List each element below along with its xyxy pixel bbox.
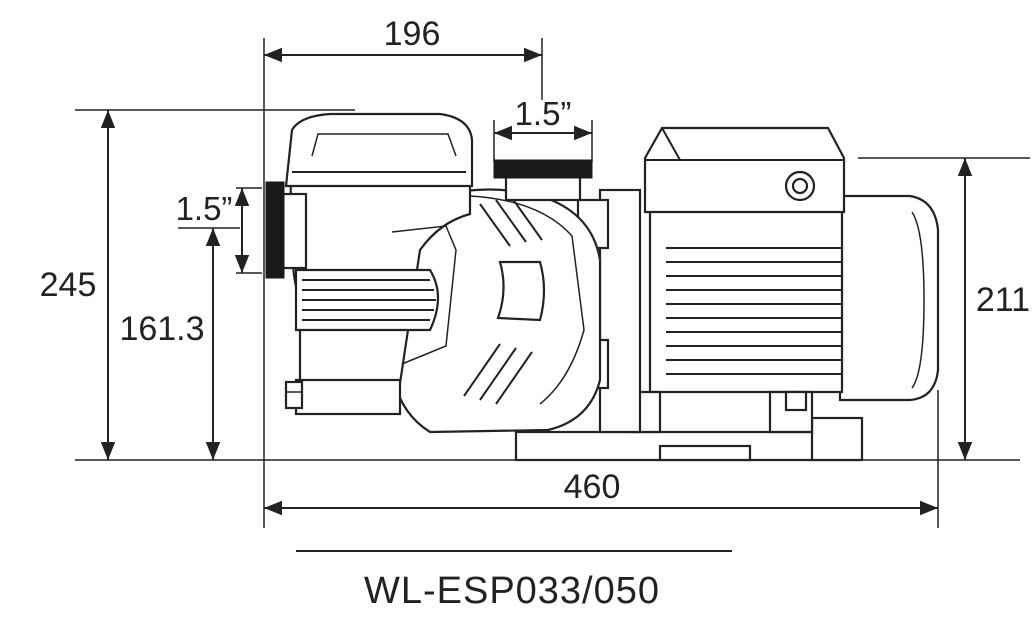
dim-top-width: 196 xyxy=(384,15,441,53)
volute-ribs xyxy=(463,197,543,405)
drain-plug xyxy=(284,380,304,410)
model-label: WL-ESP033/050 xyxy=(364,570,660,612)
dim-total-length: 460 xyxy=(564,468,621,506)
dim-inlet-height: 161.3 xyxy=(119,310,204,348)
motor-body xyxy=(648,198,844,394)
inlet-fitting xyxy=(280,192,308,270)
dim-outlet-size: 1.5” xyxy=(515,95,572,132)
motor-end-cap xyxy=(838,194,940,402)
control-box xyxy=(643,126,846,214)
pump-volute xyxy=(390,188,602,434)
pot-ribs xyxy=(302,279,436,321)
pump-body xyxy=(265,112,940,462)
motor-fins xyxy=(666,247,842,375)
dimension-lines xyxy=(100,47,973,516)
strainer-lid xyxy=(284,112,474,188)
dim-motor-height: 211 xyxy=(976,281,1030,319)
dim-inlet-size: 1.5” xyxy=(176,190,233,227)
dim-total-height: 245 xyxy=(40,266,97,304)
